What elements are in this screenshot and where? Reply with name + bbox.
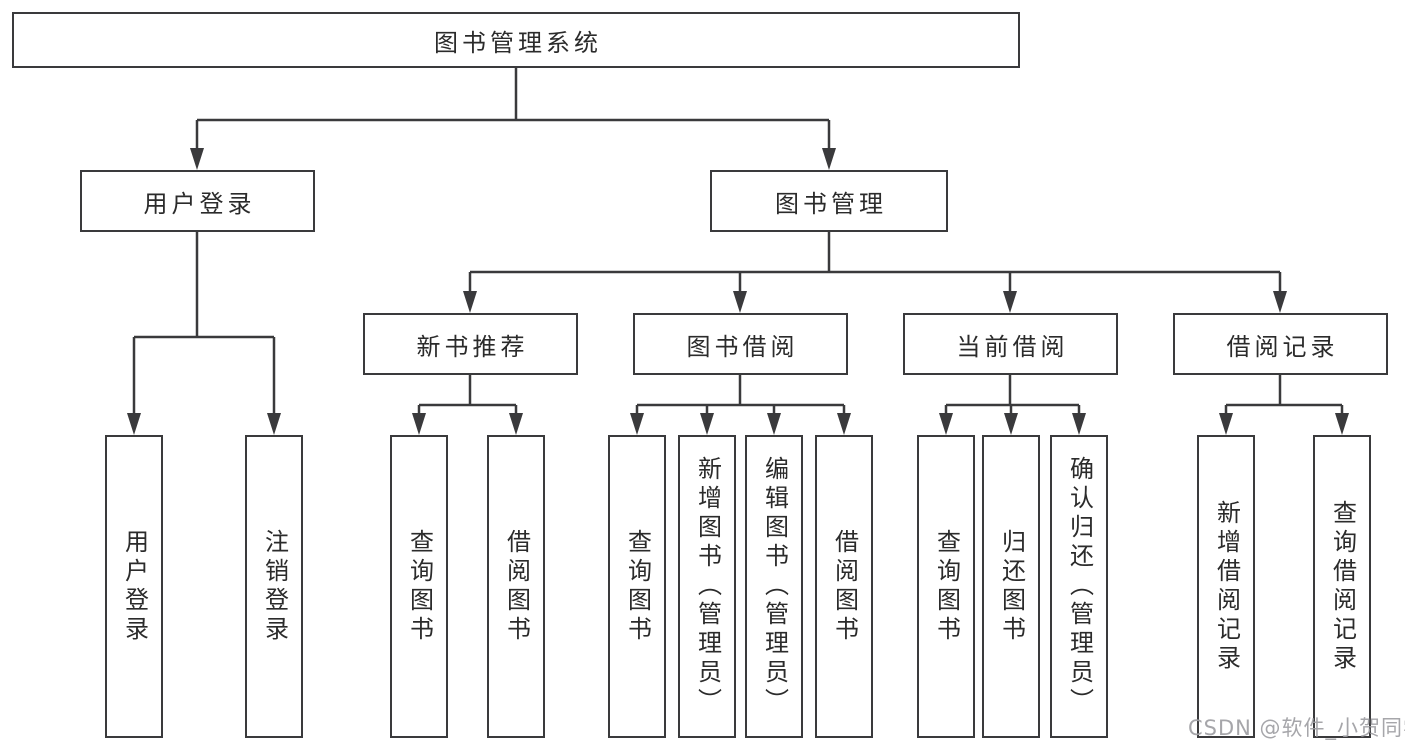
csdn-watermark: CSDN @软件_小贺同学 [1188, 716, 1405, 740]
leaf-query-books-current: 查询图书 [917, 435, 975, 738]
node-current-borrow: 当前借阅 [903, 313, 1118, 375]
leaf-query-borrow-record: 查询借阅记录 [1313, 435, 1371, 738]
node-new-book-recommend: 新书推荐 [363, 313, 578, 375]
leaf-logout: 注销登录 [245, 435, 303, 738]
leaf-confirm-return-admin: 确认归还（管理员） [1050, 435, 1108, 738]
node-book-management: 图书管理 [710, 170, 948, 232]
leaf-add-borrow-record: 新增借阅记录 [1197, 435, 1255, 738]
node-user-login: 用户登录 [80, 170, 315, 232]
leaf-return-book: 归还图书 [982, 435, 1040, 738]
leaf-borrow-books-recommend: 借阅图书 [487, 435, 545, 738]
leaf-add-book-admin: 新增图书（管理员） [678, 435, 736, 738]
leaf-user-login: 用户登录 [105, 435, 163, 738]
node-book-borrow: 图书借阅 [633, 313, 848, 375]
node-borrow-records: 借阅记录 [1173, 313, 1388, 375]
leaf-borrow-books: 借阅图书 [815, 435, 873, 738]
leaf-query-books-recommend: 查询图书 [390, 435, 448, 738]
root-node-library-management-system: 图书管理系统 [12, 12, 1020, 68]
leaf-edit-book-admin: 编辑图书（管理员） [745, 435, 803, 738]
leaf-query-books-borrow: 查询图书 [608, 435, 666, 738]
